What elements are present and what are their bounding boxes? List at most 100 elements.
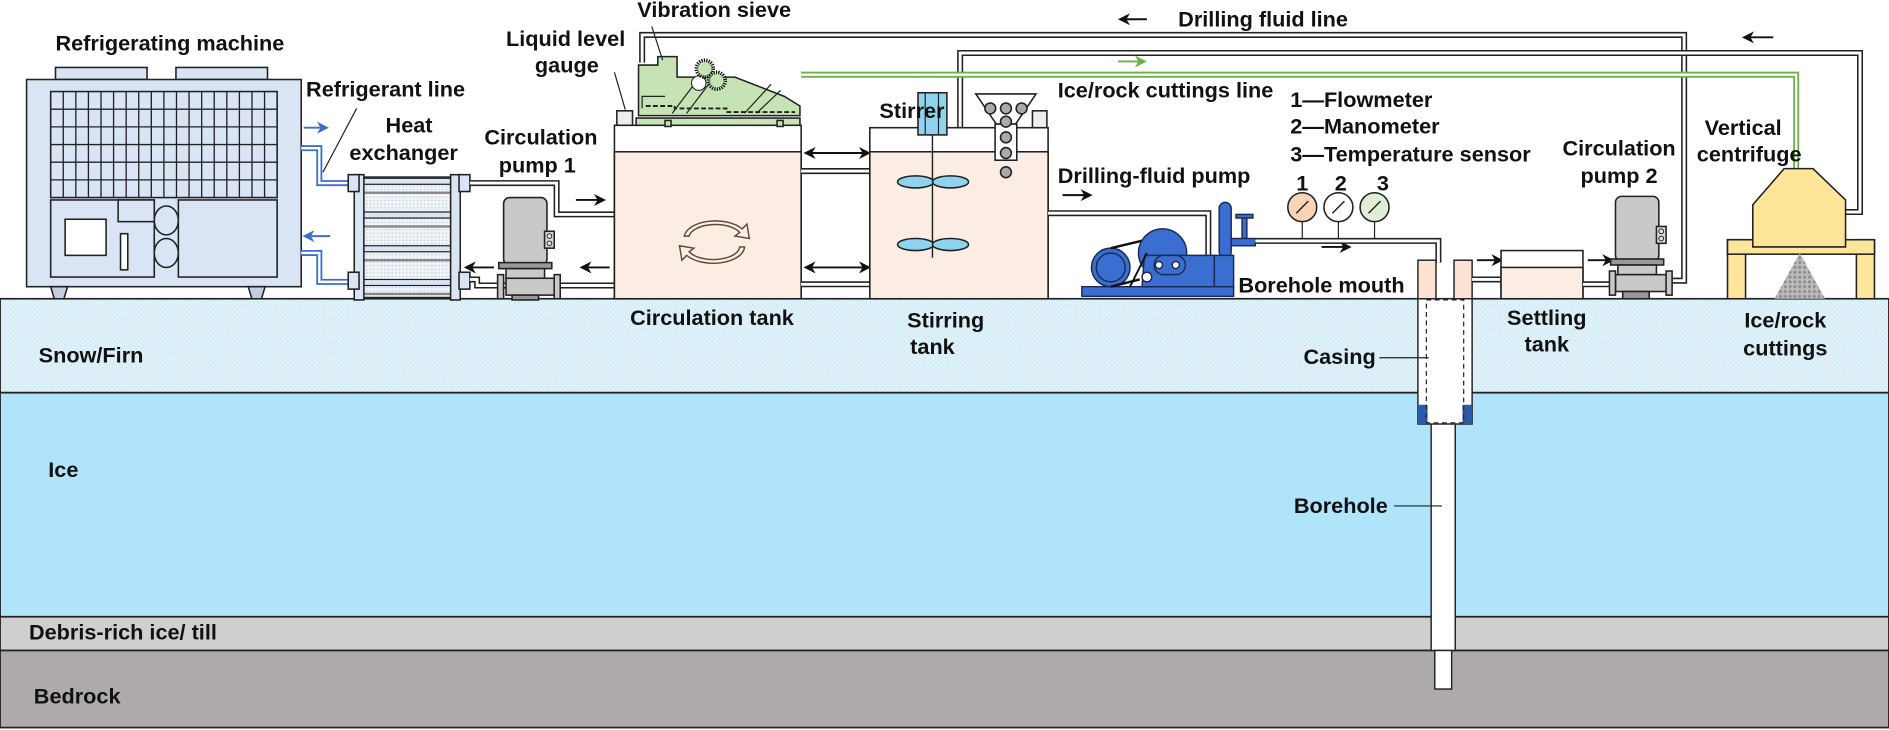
ice-rock-cuttings-pile [1774,252,1826,299]
circulation-pump-2-label-b: pump 2 [1581,163,1658,188]
hopper [974,93,1038,179]
circulation-pump-1-label-b: pump 1 [499,152,576,177]
circulation-tank-label: Circulation tank [630,305,795,330]
ice-rock-cuttings-line-label: Ice/rock cuttings line [1058,78,1274,103]
vibration-sieve-label: Vibration sieve [637,0,791,22]
settling-tank: Settling tank [1500,249,1587,357]
arrow-bidirectional-icon [803,261,872,274]
legend-item-temperature-sensor: 3—Temperature sensor [1290,141,1531,166]
temperature-sensor: 3 [1359,170,1390,239]
pump-gear-icon [1171,260,1181,270]
heat-exchanger-plate [361,225,454,228]
heat-exchanger-plate [361,191,454,194]
borehole-assembly: Casing Borehole Borehole mouth [1238,259,1473,690]
heat-exchanger: Heat exchanger [347,113,471,301]
borehole-mouth-left [1417,259,1437,300]
circulation-pump-2: Circulation pump 2 [1562,135,1676,300]
casing-inner-dashed [1425,299,1465,424]
heat-exchanger-label-1: Heat [386,113,433,138]
casing-shoe-left [1417,404,1428,425]
borehole [1430,418,1456,652]
arrow-left-icon [1741,31,1774,44]
circulation-pump-1-label-a: Circulation [484,125,597,150]
ground-layers: Snow/Firn Ice Debris-rich ice/ till Bedr… [0,297,1889,729]
arrow-left-icon [463,261,494,274]
heat-exchanger-plate [360,278,454,287]
tank-interconnect-pipes [801,168,870,288]
borehole-mouth-label: Borehole mouth [1238,273,1404,298]
arrow-right-icon [1476,254,1504,267]
drilling-fluid-line-label: Drilling fluid line [1178,7,1348,32]
heat-exchanger-plate [361,258,454,262]
stirrer [896,91,970,258]
legend-item-flowmeter: 1—Flowmeter [1290,87,1433,112]
pump-gear-icon [1154,260,1164,270]
circulation-pump-1: Circulation pump 1 [484,125,598,301]
borehole-mouth-right [1453,259,1473,300]
drilling-fluid-pump: Drilling-fluid pump [1058,163,1257,298]
legend-item-manometer: 2—Manometer [1290,114,1440,139]
heat-exchanger-plate [361,292,454,296]
refrigerating-machine-label: Refrigerating machine [55,31,284,56]
layer-debris [0,615,1889,652]
stirring-tank-level-gauge [1031,110,1048,129]
pump-suction-pipe [1048,210,1224,264]
liquid-level-gauge [616,110,634,127]
heat-exchanger-plate [360,245,454,253]
liquid-level-gauge-label-1: Liquid level [506,26,625,51]
casing-label: Casing [1303,344,1375,369]
arrow-left-icon [579,261,610,274]
ice-rock-cuttings-line [801,71,1800,169]
arrow-bidirectional-icon [803,146,872,160]
arrow-left-icon [302,230,331,243]
circulation-pump-2-label-a: Circulation [1562,135,1675,160]
casing-outer [1417,298,1473,425]
settling-tank-label-2: tank [1525,332,1571,357]
arrow-right-icon [575,193,607,206]
pump-discharge-pipe [1255,237,1442,263]
liquid-level-gauge-label-2: gauge [535,52,599,77]
layer-ice [0,391,1889,618]
circulation-cycle-icon [678,220,751,264]
vertical-centrifuge: Vertical centrifuge Ice/rock cuttings [1697,115,1876,360]
layer-label-debris: Debris-rich ice/ till [29,620,217,645]
drilling-fluid-line [639,31,1864,284]
arrow-left-icon [1117,13,1147,26]
circulation-tank: Liquid level gauge Circulation tank [506,26,802,330]
manometer: 2 [1323,170,1354,239]
refrigerant-line: Refrigerant line [301,76,465,285]
arrow-right-icon [303,121,329,134]
heat-exchanger-label-2: exchanger [349,140,458,165]
drilling-fluid-pump-label: Drilling-fluid pump [1058,163,1251,188]
instrument-legend: 1—Flowmeter 2—Manometer 3—Temperature se… [1290,87,1531,166]
vertical-centrifuge-label-1: Vertical [1705,115,1782,140]
settling-tank-label-1: Settling [1507,305,1586,330]
layer-snow-firn [0,297,1889,394]
pump-gear-icon [1141,271,1153,283]
arrow-right-icon [1062,189,1093,202]
arrow-right-icon [1587,254,1615,267]
gauge-number-1: 1 [1296,170,1308,195]
stirrer-label: Stirrer [879,98,945,123]
arrow-right-icon [1117,55,1147,68]
flowmeter: 1 [1287,170,1318,239]
vertical-centrifuge-label-2: centrifuge [1697,141,1802,166]
stirring-tank-label-1: Stirring [907,308,984,333]
instrument-gauges: 1 2 3 [1287,170,1390,239]
ice-rock-cuttings-label-2: cuttings [1743,335,1827,360]
refrigerant-line-leader [322,108,358,173]
refrigerant-line-label: Refrigerant line [306,76,465,101]
refrigerating-machine: Refrigerating machine [25,31,303,300]
stirring-tank-label-2: tank [910,334,956,359]
casing-shoe-right [1462,404,1473,425]
hx-circulation-pipes [469,180,615,289]
heat-exchanger-plate [360,211,454,219]
borehole-bottom [1434,649,1453,690]
layer-label-ice: Ice [48,457,78,482]
vibration-sieve: Vibration sieve [635,0,801,128]
ice-rock-cuttings-label-1: Ice/rock [1744,308,1827,333]
sieve-motor-icon [694,58,716,79]
gauge-number-3: 3 [1377,170,1389,195]
stirring-tank: Stirrer Stirring tank [869,91,1049,359]
